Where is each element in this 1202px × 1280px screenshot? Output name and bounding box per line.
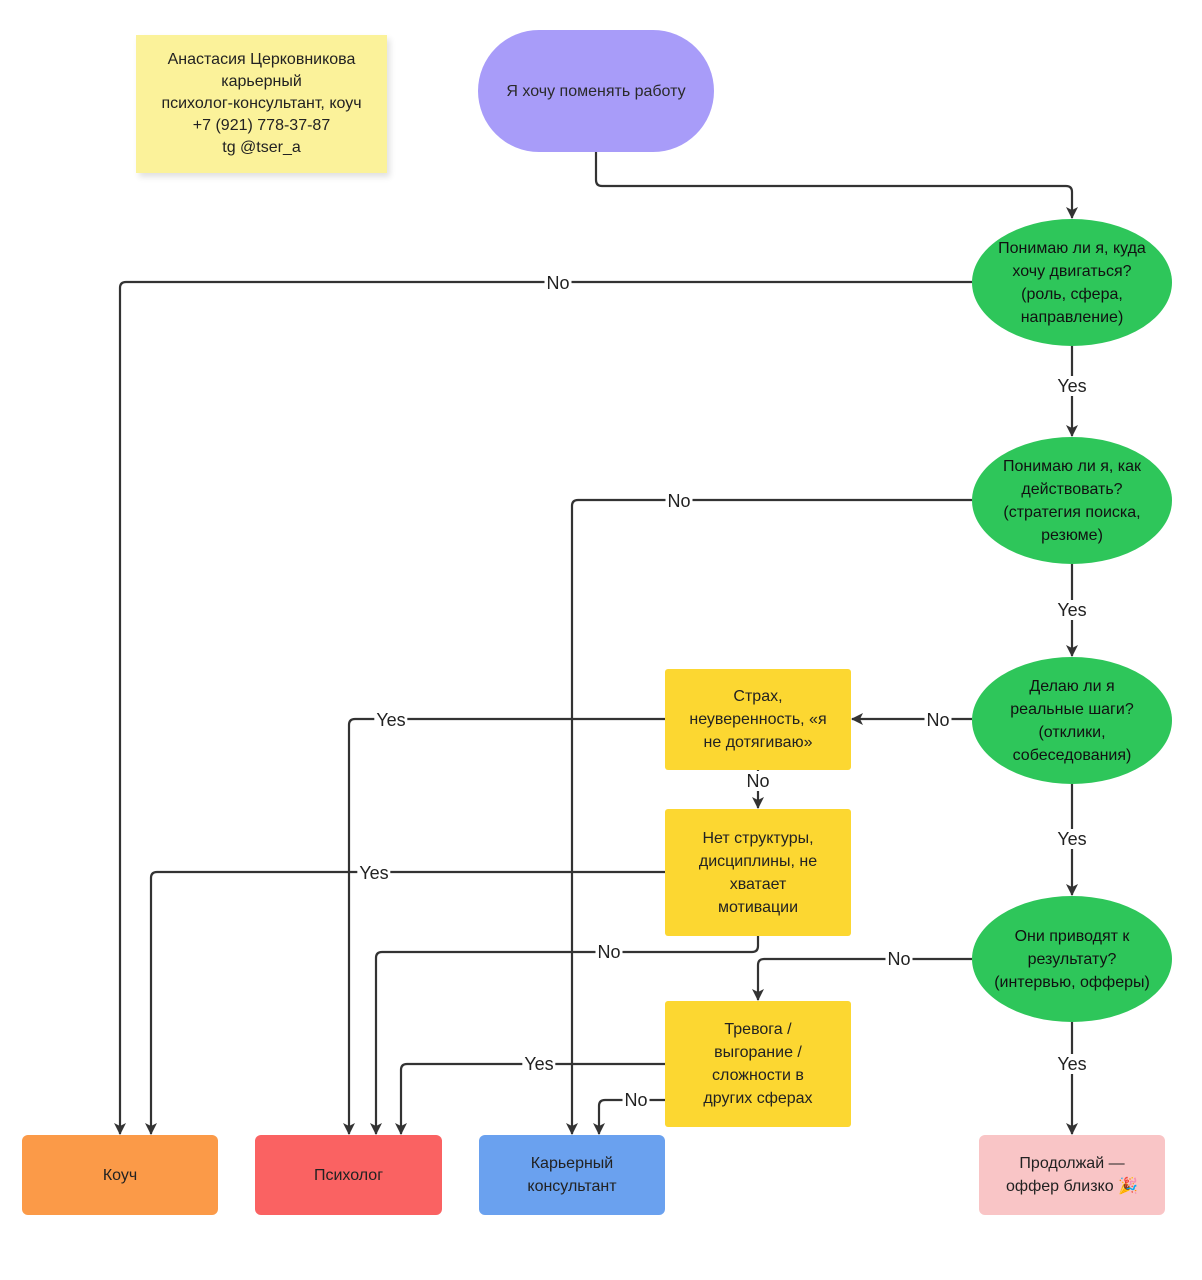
author-phone: +7 (921) 778-37-87 (192, 117, 331, 134)
outcome-continue: Продолжай — оффер близко 🎉 (979, 1135, 1165, 1215)
edge-fear-yes (343, 717, 665, 1135)
edge-label-results-no: No (885, 949, 913, 969)
author-sticky-note: Анастасия Церковникова карьерный психоло… (136, 35, 387, 173)
edge-label-fear-yes: Yes (374, 710, 408, 730)
edge-label-direction-yes: Yes (1055, 376, 1089, 396)
edge-label-fear-no: No (744, 771, 772, 791)
edge-anxiety-no (593, 1098, 665, 1135)
edge-label-strategy-no: No (665, 491, 693, 511)
start-node: Я хочу поменять работу (478, 30, 714, 152)
edge-results-no (752, 957, 972, 1001)
decision-direction: Понимаю ли я, куда хочу двигаться? (роль… (972, 219, 1172, 346)
edge-anxiety-yes (395, 1062, 665, 1135)
outcome-career-consultant: Карьерный консультант (479, 1135, 665, 1215)
edge-label-actions-yes: Yes (1055, 829, 1089, 849)
author-role-line1: карьерный (221, 73, 302, 90)
edge-label-anxiety-no: No (622, 1090, 650, 1110)
edge-label-structure-yes: Yes (357, 863, 391, 883)
edge-structure-yes (145, 870, 665, 1135)
author-role-line2: психолог-консультант, коуч (161, 95, 362, 112)
decision-results: Они приводят к результату? (интервью, оф… (972, 896, 1172, 1022)
edge-label-structure-no: No (595, 942, 623, 962)
outcome-coach: Коуч (22, 1135, 218, 1215)
diagnostic-fear: Страх, неуверенность, «я не дотягиваю» (665, 669, 851, 770)
diagnostic-anxiety: Тревога / выгорание / сложности в других… (665, 1001, 851, 1127)
edge-start-to-direction (594, 152, 1078, 219)
outcome-psychologist: Психолог (255, 1135, 442, 1215)
edge-direction-no (114, 280, 972, 1135)
edge-label-actions-no: No (924, 710, 952, 730)
author-telegram: tg @tser_a (222, 139, 301, 156)
author-name: Анастасия Церковникова (167, 51, 356, 68)
edge-label-direction-no: No (544, 273, 572, 293)
decision-strategy: Понимаю ли я, как действовать? (стратеги… (972, 437, 1172, 564)
diagnostic-structure: Нет структуры, дисциплины, не хватает мо… (665, 809, 851, 936)
edge-strategy-no (566, 498, 972, 1135)
edge-structure-no (370, 936, 760, 1135)
decision-actions: Делаю ли я реальные шаги? (отклики, собе… (972, 657, 1172, 784)
edge-label-anxiety-yes: Yes (522, 1054, 556, 1074)
edge-label-strategy-yes: Yes (1055, 600, 1089, 620)
edge-label-results-yes: Yes (1055, 1054, 1089, 1074)
